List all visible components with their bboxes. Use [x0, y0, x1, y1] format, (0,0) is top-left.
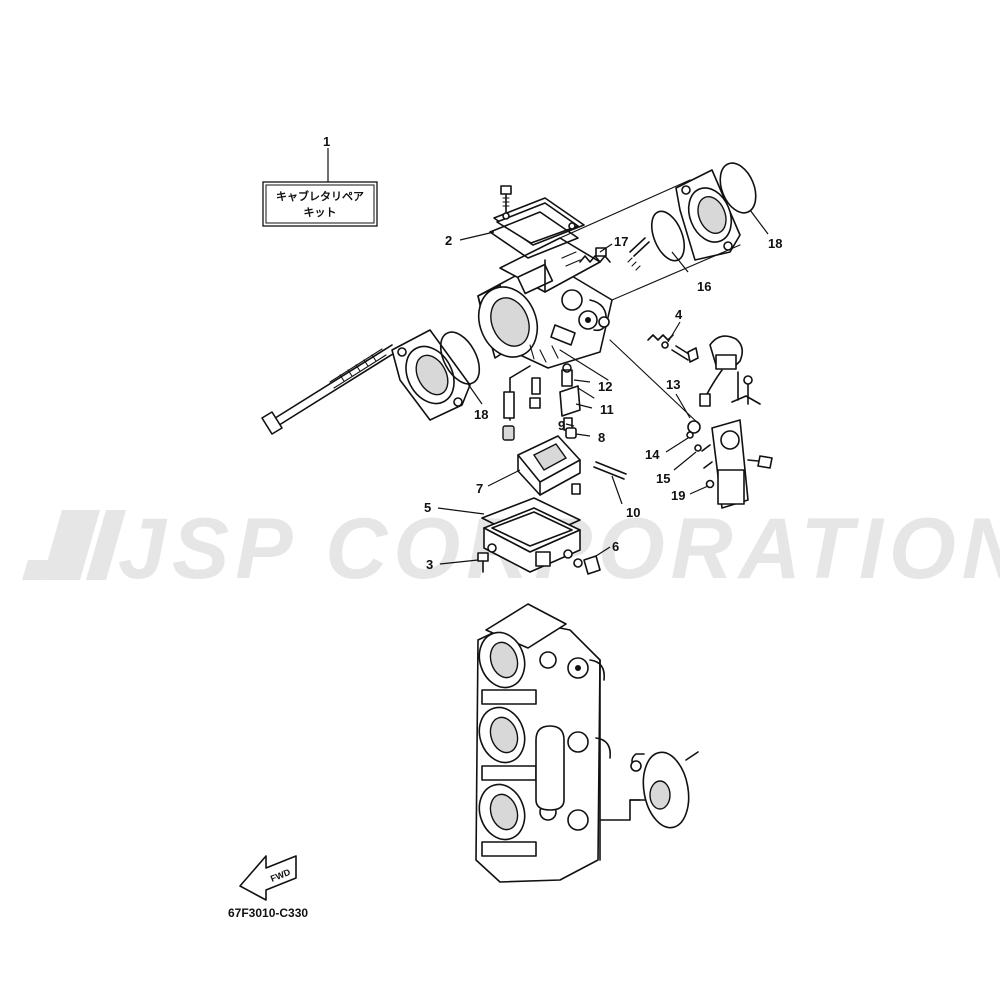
callout-15: 15 [656, 471, 670, 486]
callout-9: 9 [558, 418, 565, 433]
o-ring-15 [694, 444, 702, 452]
throttle-stop-screw [647, 334, 699, 363]
callout-4: 4 [675, 307, 683, 322]
repair-kit-box: キャブレタリペア キット [262, 181, 378, 227]
callout-6: 6 [612, 539, 619, 554]
o-ring-13 [687, 420, 701, 434]
callout-19: 19 [671, 488, 685, 503]
enrichener-body [701, 419, 773, 509]
long-through-bolt [261, 344, 397, 435]
callout-5: 5 [424, 500, 431, 515]
jet-assembly [502, 365, 541, 441]
callout-3: 3 [426, 557, 433, 572]
callout-11: 11 [600, 402, 614, 417]
callout-8: 8 [598, 430, 605, 445]
callout-18-right: 18 [768, 236, 782, 251]
enrichener-valve [699, 335, 761, 407]
watermark-logo-mark [22, 510, 126, 580]
leader-lines [437, 209, 769, 565]
o-ring-left [439, 331, 481, 385]
float [517, 435, 581, 496]
o-ring-right [719, 162, 757, 214]
callout-18-left: 18 [474, 407, 488, 422]
cover-screw [500, 185, 512, 213]
chamber-screw [477, 552, 489, 573]
callout-17: 17 [614, 234, 628, 249]
float-pin [593, 461, 627, 480]
float-screw [571, 483, 581, 495]
float-chamber [483, 507, 581, 573]
top-cover-gasket [489, 211, 579, 259]
fwd-arrow-icon: FWD [239, 855, 297, 901]
o-ring-14 [686, 431, 694, 439]
callout-numbers: 1 2 17 16 18 18 4 13 12 11 9 8 14 15 19 … [323, 134, 782, 572]
left-spacer-flange [391, 329, 471, 421]
diaphragm-actuator [629, 751, 699, 829]
kit-label-line2: キット [304, 206, 337, 219]
carburetor-assembly-complete [475, 603, 651, 883]
callout-14: 14 [645, 447, 660, 462]
washer-4 [661, 341, 669, 349]
top-cover [493, 197, 585, 246]
callout-10: 10 [626, 505, 640, 520]
right-spacer-flange [675, 169, 741, 261]
drain-screw [573, 555, 601, 575]
kit-label-line1: キャブレタリペア [276, 189, 364, 203]
callout-2: 2 [445, 233, 452, 248]
callout-1: 1 [323, 134, 330, 149]
callout-7: 7 [476, 481, 483, 496]
o-ring-19 [705, 479, 715, 489]
pilot-screw [627, 237, 650, 271]
callout-16: 16 [697, 279, 711, 294]
callout-12: 12 [598, 379, 612, 394]
carburetor-body [477, 237, 613, 369]
diagram-code: 67F3010-C330 [228, 906, 308, 920]
callout-13: 13 [666, 377, 680, 392]
